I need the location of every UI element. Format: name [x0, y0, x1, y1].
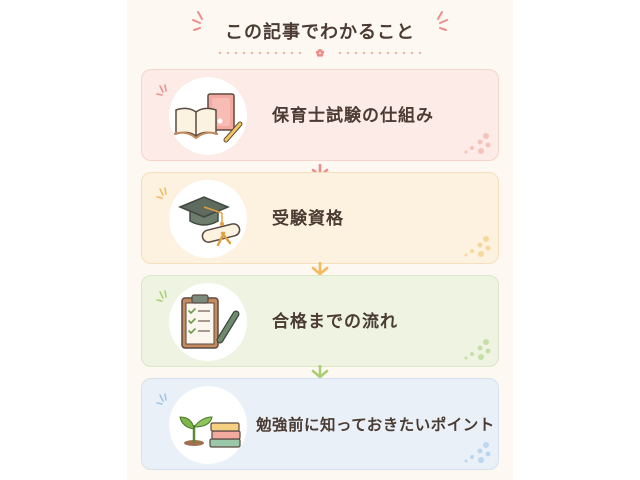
decorative-bubbles-icon: [464, 339, 491, 360]
decorative-bubbles-icon: [464, 133, 491, 154]
topic-label: 勉強前に知っておきたいポイント: [256, 416, 495, 434]
page-title: この記事でわかること: [225, 22, 415, 43]
topic-label: 合格までの流れ: [272, 312, 398, 332]
books-icon: [173, 93, 243, 143]
title-divider: [218, 49, 422, 57]
decorative-bubbles-icon: [464, 442, 491, 463]
sparkle-marks-icon: [156, 187, 167, 199]
topic-card-exam-system: 保育士試験の仕組み: [141, 69, 499, 161]
down-arrow-icon: [311, 262, 329, 276]
sprout-books-icon: [179, 416, 241, 448]
topic-card-study-tips: 勉強前に知っておきたいポイント: [141, 378, 499, 470]
topic-label: 受験資格: [272, 209, 344, 229]
sparkle-marks-icon: [156, 84, 167, 96]
topic-card-eligibility: 受験資格: [141, 172, 499, 264]
title-sparkle-left-icon: [192, 11, 203, 31]
topic-label: 保育士試験の仕組み: [272, 106, 434, 126]
sparkle-marks-icon: [156, 393, 167, 405]
decorative-bubbles-icon: [464, 236, 491, 257]
topic-card-path-to-pass: 合格までの流れ: [141, 275, 499, 367]
sparkle-marks-icon: [156, 290, 167, 302]
clipboard-checklist-icon: [181, 294, 240, 349]
title-sparkle-right-icon: [437, 11, 448, 31]
graduation-cap-icon: [178, 196, 241, 247]
down-arrow-icon: [311, 365, 329, 379]
